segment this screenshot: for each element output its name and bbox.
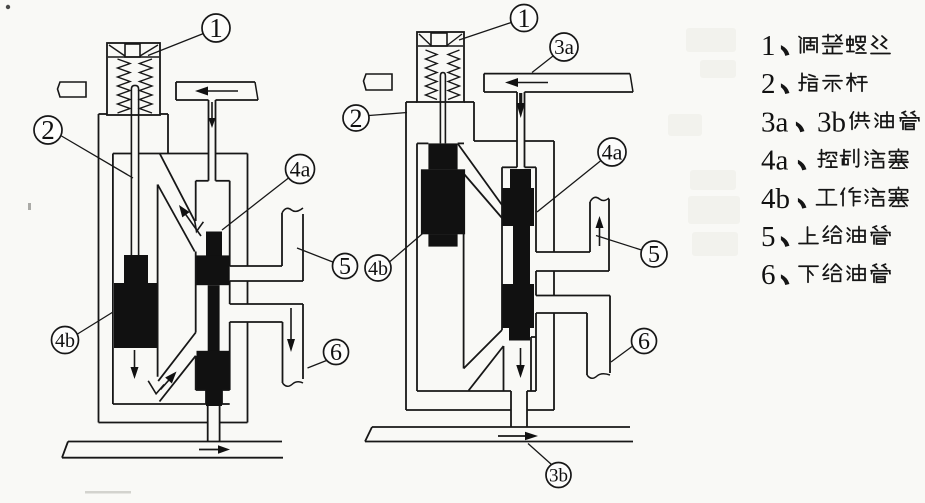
svg-text:4b: 4b (368, 258, 388, 280)
svg-text:5: 5 (339, 254, 351, 280)
svg-text:4a: 4a (761, 145, 789, 177)
svg-text:6: 6 (761, 259, 776, 291)
svg-text:2: 2 (41, 115, 55, 145)
svg-text:1: 1 (518, 4, 531, 33)
svg-text:1: 1 (761, 30, 776, 62)
svg-text:2: 2 (350, 104, 363, 133)
svg-text:6: 6 (638, 329, 650, 355)
svg-text:3a: 3a (554, 35, 575, 59)
svg-text:5: 5 (761, 221, 776, 253)
svg-text:6: 6 (330, 340, 342, 366)
svg-text:5: 5 (648, 242, 660, 268)
svg-text:1: 1 (209, 13, 223, 43)
svg-text:4a: 4a (602, 139, 623, 164)
svg-text:3a: 3a (761, 106, 789, 138)
svg-text:4a: 4a (290, 156, 311, 181)
svg-text:3b: 3b (817, 106, 846, 138)
svg-text:4b: 4b (761, 183, 790, 215)
svg-text:2: 2 (761, 68, 776, 100)
svg-text:3b: 3b (549, 465, 568, 486)
svg-text:4b: 4b (55, 330, 75, 352)
